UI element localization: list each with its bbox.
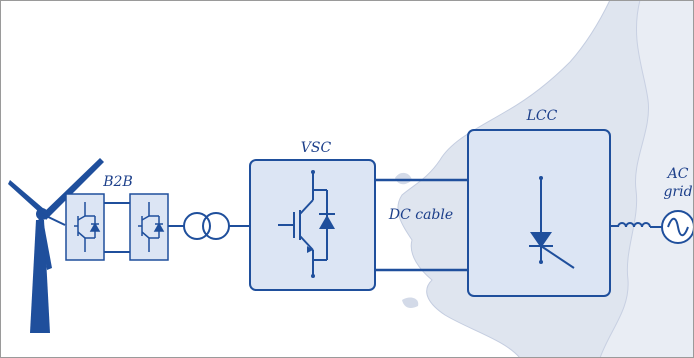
ac-source-icon xyxy=(661,210,694,244)
lcc-box xyxy=(467,129,611,297)
transformer-icon xyxy=(183,212,230,240)
vsc-station: VSC xyxy=(249,140,376,291)
ac-grid-label-line1: AC xyxy=(666,166,689,182)
dc-cable-label: DC cable xyxy=(388,207,453,223)
inductor-icon xyxy=(617,222,662,228)
igbt-converter-icon xyxy=(74,202,101,252)
thyristor-triangle xyxy=(530,232,552,248)
ac-grid-label-line2: grid xyxy=(663,184,692,200)
igbt-converter-icon xyxy=(138,202,165,252)
diode-icon xyxy=(319,215,335,229)
lcc-label: LCC xyxy=(526,108,558,124)
lcc-station: LCC xyxy=(467,108,611,297)
vsc-label: VSC xyxy=(301,140,332,156)
b2b-label: B2B xyxy=(102,174,132,190)
igbt-icon xyxy=(278,172,335,276)
vsc-box xyxy=(249,159,376,291)
b2b-converter: B2B xyxy=(65,174,169,261)
